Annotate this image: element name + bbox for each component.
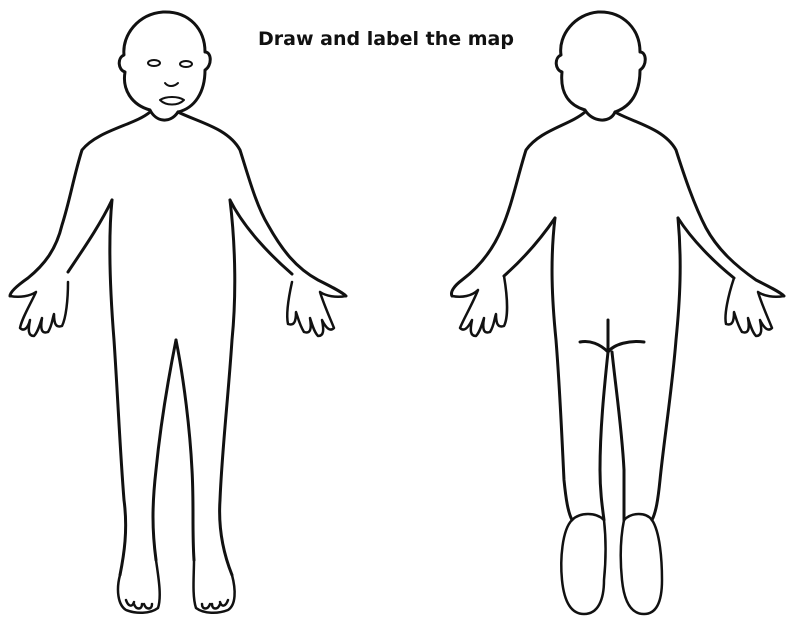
back-body-figure — [451, 12, 784, 614]
front-left-leg-inner — [153, 340, 176, 560]
front-body-figure — [10, 12, 346, 613]
back-left-hand — [452, 276, 507, 336]
front-left-leg-outer — [110, 200, 126, 575]
front-right-leg-outer — [220, 200, 235, 575]
front-right-leg-inner — [176, 340, 194, 560]
front-left-eye — [148, 60, 160, 66]
front-body-outline — [10, 112, 346, 296]
back-left-leg-outer — [552, 218, 572, 520]
back-right-leg-outer — [652, 218, 680, 520]
front-left-arm-inner — [68, 200, 112, 272]
front-left-foot — [118, 560, 160, 613]
back-right-leg-inner — [612, 352, 624, 520]
front-mouth — [160, 97, 184, 105]
back-right-foot — [621, 514, 662, 614]
back-buttocks-crease — [580, 320, 644, 352]
back-left-foot — [561, 514, 605, 614]
back-left-leg-inner — [600, 352, 608, 520]
back-body-outline — [451, 112, 784, 296]
front-left-hand — [10, 282, 68, 336]
front-right-eye — [180, 61, 192, 67]
back-head-outline — [556, 12, 645, 120]
back-right-hand — [725, 278, 784, 336]
front-nose — [165, 83, 178, 86]
worksheet-title: Draw and label the map — [258, 28, 514, 50]
back-left-arm-inner — [504, 218, 555, 276]
